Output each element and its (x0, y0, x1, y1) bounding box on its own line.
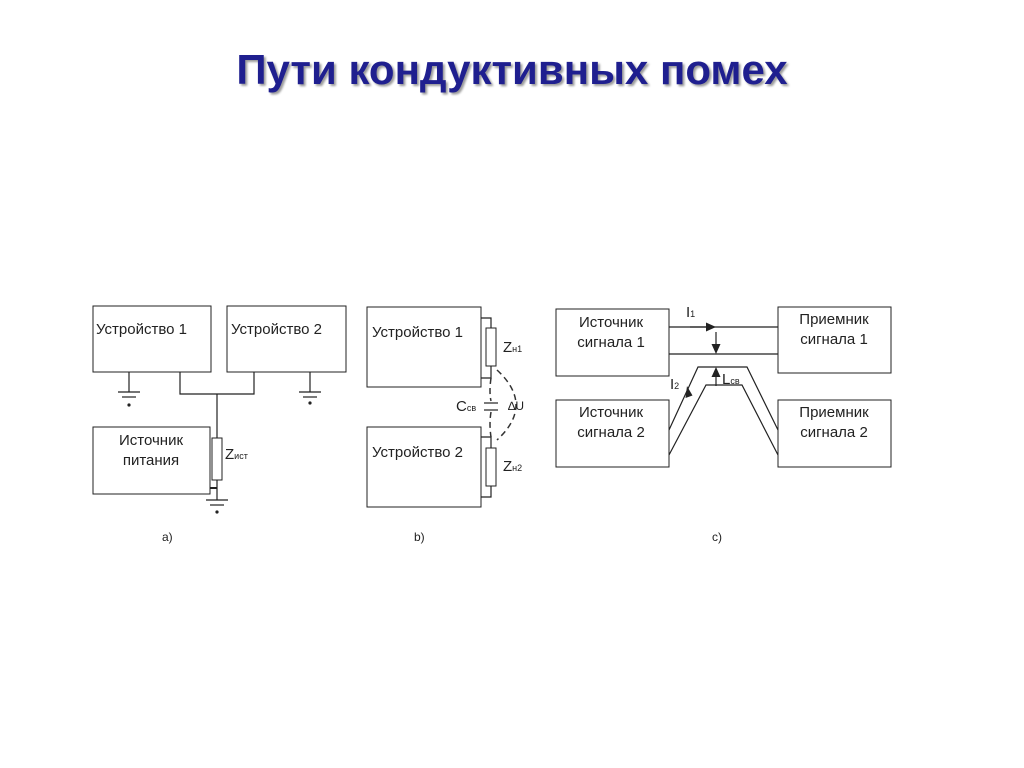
power-supply-label-line1: Источник (119, 432, 183, 449)
device2-label: Устройство 2 (372, 444, 463, 461)
page-title: Пути кондуктивных помех (236, 46, 788, 93)
diagram-a: Устройство 1 Устройство 2 Источник питан… (92, 305, 347, 544)
zn2-label: Zн2 (503, 458, 522, 475)
current-arrow-icon (690, 322, 716, 332)
source2-label-line1: Источник (579, 404, 643, 421)
current-arrow-icon (685, 386, 693, 398)
delta-u-label: ∆U (508, 399, 524, 413)
device1-box (366, 306, 482, 388)
supply-wire (179, 372, 255, 395)
zn1-label: Zн1 (503, 339, 522, 356)
receiver1-box (777, 306, 892, 374)
receiver2-label-line1: Приемник (799, 404, 869, 421)
receiver1-label-line2: сигнала 1 (800, 331, 868, 348)
device2-label: Устройство 2 (231, 321, 322, 338)
signal-line-2b (668, 384, 779, 456)
l-coupling-label: Lсв (722, 371, 740, 388)
receiver2-label-line2: сигнала 2 (800, 424, 868, 441)
i1-label: I1 (686, 304, 695, 321)
z-source-label: Zист (225, 446, 248, 463)
device2-box (226, 305, 347, 373)
capacitor-icon (484, 402, 498, 411)
coupling-path (489, 377, 492, 402)
receiver1-label-line1: Приемник (799, 311, 869, 328)
source1-box (555, 308, 670, 377)
device1-label: Устройство 1 (96, 321, 187, 338)
source2-label-line2: сигнала 2 (577, 424, 645, 441)
load-impedance-2 (485, 447, 497, 487)
power-supply-label-line2: питания (123, 452, 179, 469)
ground-icon (206, 499, 228, 514)
coupling-arrow-icon (711, 332, 721, 386)
i2-label: I2 (670, 376, 679, 393)
ground-icon (299, 372, 321, 405)
diagram-b: Устройство 1 Устройство 2 Zн1 Zн2 Cсв ∆U (366, 306, 524, 544)
device1-label: Устройство 1 (372, 324, 463, 341)
load-impedance-1 (485, 327, 497, 367)
source1-label-line1: Источник (579, 314, 643, 331)
device1-box (92, 305, 212, 373)
source1-label-line2: сигнала 1 (577, 334, 645, 351)
c-coupling-label: Cсв (456, 398, 476, 415)
caption-a: a) (162, 530, 173, 544)
caption-b: b) (414, 530, 425, 544)
receiver2-box (777, 399, 892, 468)
voltage-arc (496, 369, 517, 441)
signal-line-2a (668, 366, 779, 431)
device2-box (366, 426, 482, 508)
source-impedance (211, 437, 223, 481)
source2-box (555, 399, 670, 468)
diagram-c: Источник сигнала 1 Источник сигнала 2 Пр… (555, 304, 892, 544)
ground-icon (118, 372, 140, 407)
power-supply-box (92, 426, 211, 495)
caption-c: c) (712, 530, 722, 544)
